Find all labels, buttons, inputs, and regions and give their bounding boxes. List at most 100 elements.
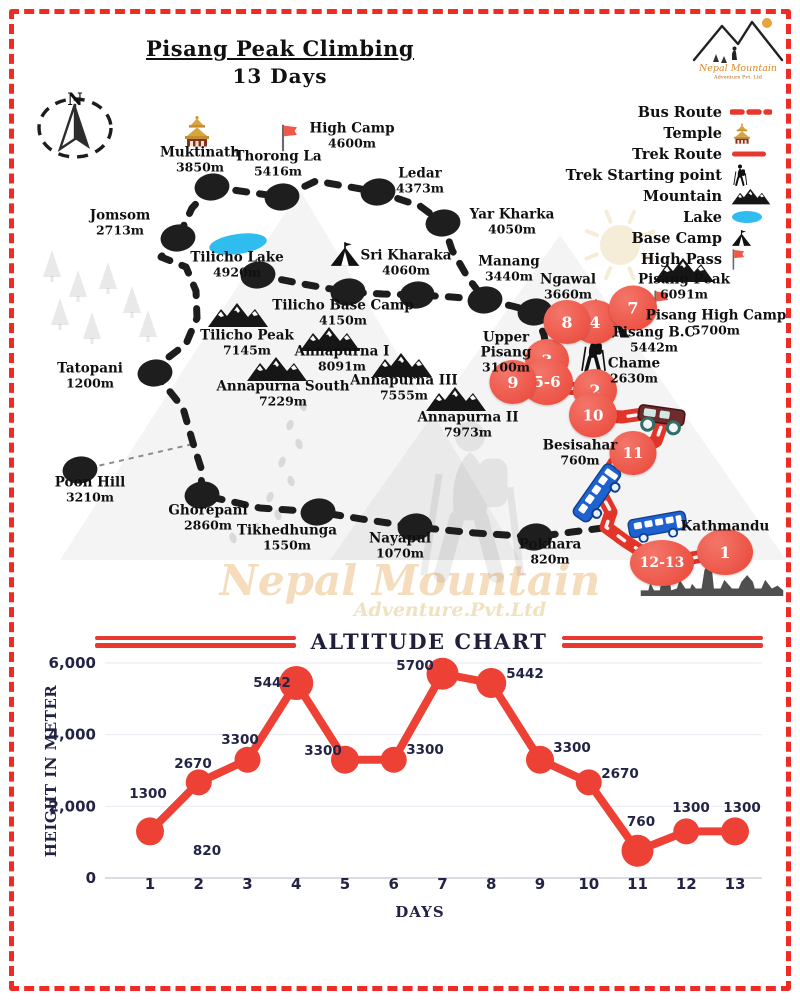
place-elevation: 3210m [65,489,115,505]
place-name: Ngawal [539,271,597,288]
place-elevation: 3440m [484,268,534,284]
tent-icon [730,229,753,247]
place-name: Pisang B.C [612,324,696,341]
solid-line-icon [730,150,774,158]
svg-text:3300: 3300 [221,732,259,748]
svg-text:0: 0 [86,869,96,887]
place-name: Sri Kharaka [360,247,452,264]
place-elevation: 4060m [381,262,431,278]
place-name: Tikhedhunga [236,522,337,539]
day-marker-7: 7 [609,285,657,331]
place-elevation: 4150m [318,312,368,328]
compass-north-label: N [67,90,83,110]
place-elevation: 6091m [659,286,709,302]
legend-row-solid-line: Trek Route [540,145,774,163]
legend-row-tent: Base Camp [540,229,774,247]
svg-text:3: 3 [242,875,252,893]
place-name: Annapurna III [350,372,458,389]
place-elevation: 7555m [379,387,429,403]
temple-icon [179,115,215,147]
place-elevation: 7145m [222,342,272,358]
place-name: Thorong La [234,148,322,165]
place-name: Manang [478,253,540,270]
logo-sub-text: Adventure Pvt. Ltd [713,75,763,81]
svg-text:5442: 5442 [253,675,291,691]
place-elevation: 760m [560,452,600,468]
svg-text:820: 820 [193,843,221,859]
place-name: Pisang Peak [637,271,731,288]
place-name: Annapurna II [417,409,519,426]
day-marker-10: 10 [569,392,617,438]
title-rule-left [95,635,296,648]
svg-text:8: 8 [486,875,496,893]
flag-icon [730,248,746,271]
altitude-chart-title: ALTITUDE CHART [310,629,548,654]
flag-icon [730,248,774,271]
logo-brand-text: Nepal Mountain [698,63,777,74]
place-elevation: 3660m [543,286,593,302]
legend-row-flag: High Pass [540,250,774,268]
place-elevation: 3100m [481,358,531,374]
place-name: Upper Pisang [480,329,532,361]
svg-text:1300: 1300 [723,800,761,816]
svg-text:2670: 2670 [174,756,212,772]
svg-text:5442: 5442 [506,666,544,682]
legend-label: Bus Route [637,103,722,121]
place-name: Ledar [398,165,442,182]
day-marker-8: 8 [543,300,591,344]
legend-row-hiker: Trek Starting point [540,166,774,184]
watermark-line2: Adventure.Pvt.Ltd [353,599,547,621]
svg-text:5700: 5700 [396,658,434,674]
place-name: Tatopani [57,360,123,377]
compass-rose: N [37,90,113,159]
svg-text:6,000: 6,000 [49,654,96,672]
header: Pisang Peak Climbing 13 Days [138,36,422,88]
place-name: Jomsom [89,207,151,224]
place-name: Besisahar [542,437,618,454]
place-elevation: 1550m [262,537,312,553]
svg-text:13: 13 [725,875,746,893]
legend-label: Trek Route [632,145,722,163]
place-name: Pokhara [518,536,582,553]
legend-row-temple: Temple [540,124,774,142]
watermark-line1: Nepal Mountain [219,556,601,605]
place-name: High Camp [309,120,395,137]
svg-text:12: 12 [676,875,697,893]
legend-label: Base Camp [631,229,722,247]
place-name: Nayapul [368,530,432,547]
lake-icon [730,210,774,224]
place-name: Chame [607,355,661,372]
mountain-icon [730,187,774,205]
day-marker-1: 1 [697,529,753,575]
svg-text:9: 9 [535,875,545,893]
place-name: Annapurna I [294,343,390,360]
svg-text:3300: 3300 [304,743,342,759]
day-marker-9: 9 [489,360,537,404]
tent-icon [730,229,774,247]
place-name: Pisang High Camp [645,307,787,324]
svg-text:5: 5 [340,875,350,893]
place-label: Kathmandu [670,519,780,535]
place-name: Tilicho Lake [190,249,284,266]
svg-text:760: 760 [627,814,655,830]
svg-text:4,000: 4,000 [49,726,96,744]
place-name: Ghorepani [168,502,248,519]
tent-icon-wrap [328,241,362,272]
mountain-icon [206,300,270,328]
